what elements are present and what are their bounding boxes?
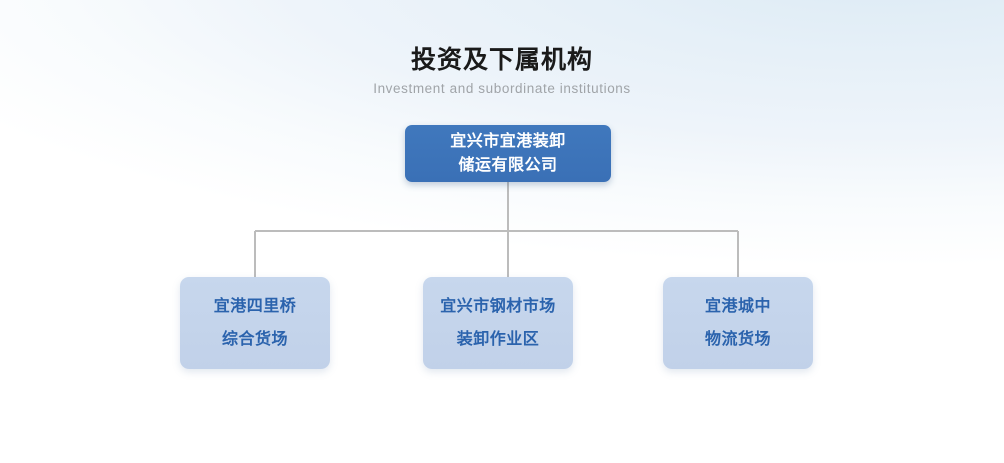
org-node-child-1-label-line2: 综合货场: [221, 331, 288, 348]
page-heading: 投资及下属机构 Investment and subordinate insti…: [0, 44, 1004, 98]
org-node-child-2-label-line1: 宜兴市钢材市场: [440, 298, 556, 315]
org-node-root-label: 宜兴市宜港装卸 储运有限公司: [450, 130, 566, 178]
org-node-root-label-line1: 宜兴市宜港装卸: [450, 132, 566, 150]
org-node-child-1-label-line1: 宜港四里桥: [213, 298, 297, 315]
org-node-child-3-label: 宜港城中 物流货场: [705, 290, 771, 356]
org-node-child-1-label: 宜港四里桥 综合货场: [214, 290, 297, 356]
page-subtitle: Investment and subordinate institutions: [373, 81, 631, 96]
org-node-child-1[interactable]: 宜港四里桥 综合货场: [180, 277, 330, 369]
org-node-child-2-label-line2: 装卸作业区: [456, 331, 540, 348]
org-node-root-label-line2: 储运有限公司: [458, 156, 558, 174]
org-node-child-3-label-line1: 宜港城中: [704, 298, 771, 315]
org-node-child-3-label-line2: 物流货场: [704, 331, 771, 348]
org-node-root[interactable]: 宜兴市宜港装卸 储运有限公司: [405, 125, 611, 182]
page-title: 投资及下属机构: [410, 46, 593, 74]
org-node-child-3[interactable]: 宜港城中 物流货场: [663, 277, 813, 369]
org-node-child-2-label: 宜兴市钢材市场 装卸作业区: [440, 290, 556, 356]
org-node-child-2[interactable]: 宜兴市钢材市场 装卸作业区: [423, 277, 573, 369]
